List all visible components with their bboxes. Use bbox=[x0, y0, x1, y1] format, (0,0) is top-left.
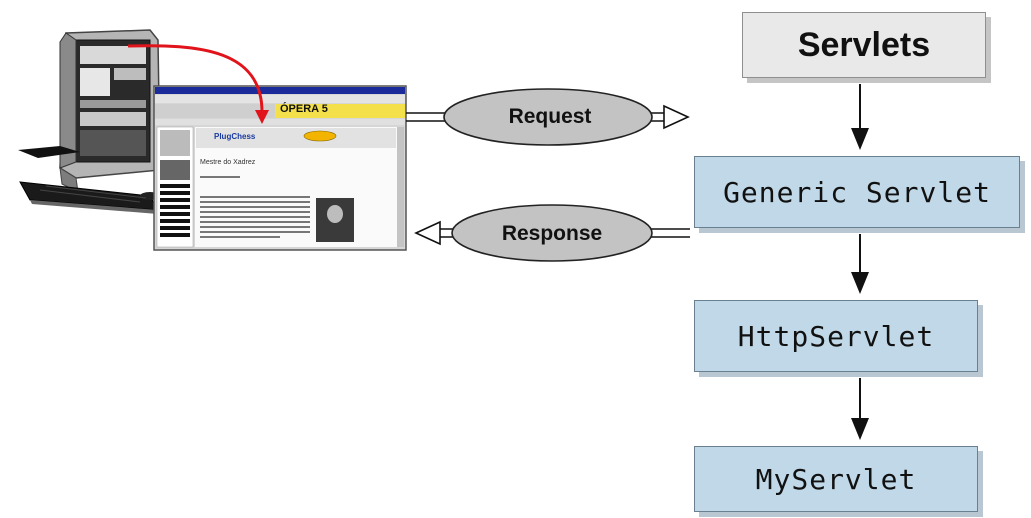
httpservlet-box: HttpServlet bbox=[694, 300, 978, 372]
page-heading: Mestre do Xadrez bbox=[200, 159, 256, 166]
request-label: Request bbox=[508, 105, 592, 128]
site-name: PlugChess bbox=[214, 132, 256, 141]
request-ellipse bbox=[443, 88, 653, 146]
generic-servlet-box: Generic Servlet bbox=[694, 156, 1020, 228]
servlets-box: Servlets bbox=[742, 12, 986, 78]
response-ellipse bbox=[451, 204, 653, 262]
browser-title: ÓPERA 5 bbox=[280, 103, 328, 115]
browser-window bbox=[153, 85, 407, 251]
computer-icon bbox=[18, 29, 161, 214]
inheritance-arrows bbox=[851, 84, 869, 440]
red-arrow bbox=[127, 44, 269, 124]
myservlet-box: MyServlet bbox=[694, 446, 978, 512]
response-label: Response bbox=[501, 222, 603, 245]
